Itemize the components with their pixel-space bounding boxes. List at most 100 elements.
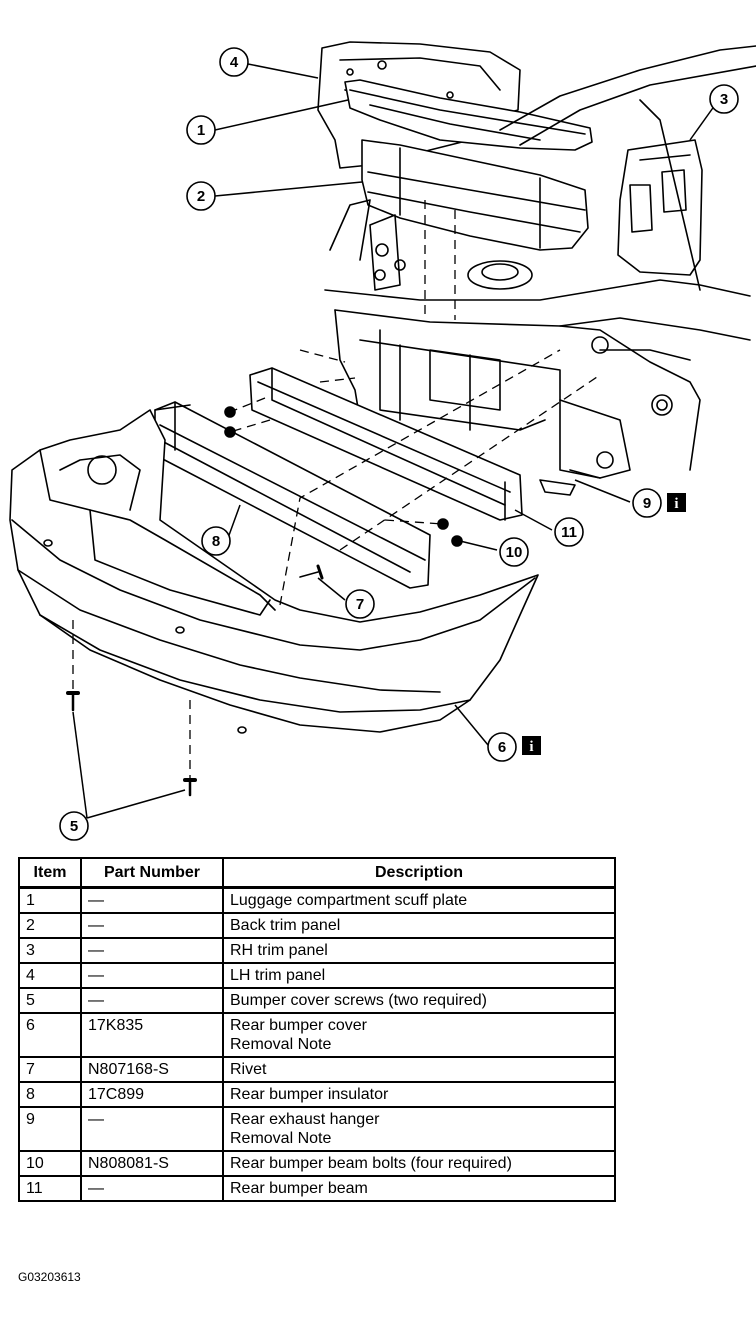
description-text: Rear bumper beam [230, 1180, 368, 1197]
header-part-number: Part Number [80, 857, 224, 889]
cell-description: Rivet [222, 1056, 616, 1083]
cell-description: Back trim panel [222, 912, 616, 939]
cell-item: 9 [18, 1106, 82, 1152]
cell-part-number: N808081-S [80, 1150, 224, 1177]
header-description: Description [222, 857, 616, 889]
rear-bumper-cover [9, 404, 539, 734]
cell-part-number: 17C899 [80, 1081, 224, 1108]
callout-1: 1 [186, 115, 216, 145]
header-item: Item [18, 857, 82, 889]
beam-bolts [224, 406, 463, 547]
description-text: LH trim panel [230, 967, 326, 984]
cell-description: Bumper cover screws (two required) [222, 987, 616, 1014]
cell-part-number: — [80, 1106, 224, 1152]
cell-item: 3 [18, 937, 82, 964]
callout-7: 7 [345, 589, 375, 619]
description-text: Rear bumper beam bolts (four required) [230, 1155, 512, 1172]
svg-text:9: 9 [643, 495, 651, 512]
svg-text:3: 3 [720, 91, 728, 108]
leader-lines [72, 63, 716, 819]
svg-text:4: 4 [230, 54, 239, 71]
svg-text:i: i [674, 496, 678, 512]
figure-id: G03203613 [18, 1270, 81, 1284]
callout-11: 11 [554, 517, 584, 547]
cell-description: Rear bumper insulator [222, 1081, 616, 1108]
cell-item: 8 [18, 1081, 82, 1108]
back-trim-panel [361, 139, 589, 251]
rear-bumper-insulator [154, 401, 431, 589]
table-header-row: Item Part Number Description [18, 857, 616, 889]
svg-text:11: 11 [561, 524, 577, 541]
removal-note-link[interactable]: Removal Note [230, 1130, 332, 1147]
parts-table: Item Part Number Description 1—Luggage c… [18, 857, 616, 1202]
cell-part-number: — [80, 912, 224, 939]
cell-item: 4 [18, 962, 82, 989]
cell-part-number: N807168-S [80, 1056, 224, 1083]
cell-item: 5 [18, 987, 82, 1014]
table-row: 11— Rear bumper beam [18, 1175, 616, 1202]
table-row: 1— Luggage compartment scuff plate [18, 886, 616, 914]
bumper-cover-screws [66, 691, 197, 797]
table-row: 5— Bumper cover screws (two required) [18, 987, 616, 1014]
removal-note-link[interactable]: Removal Note [230, 1036, 332, 1053]
cell-part-number: — [80, 987, 224, 1014]
description-text: Rivet [230, 1061, 267, 1078]
svg-text:2: 2 [197, 188, 205, 205]
callout-8: 8 [201, 526, 231, 556]
cell-item: 7 [18, 1056, 82, 1083]
callout-9: 9 i [632, 488, 686, 518]
svg-text:10: 10 [506, 544, 523, 561]
table-row: 4— LH trim panel [18, 962, 616, 989]
cell-part-number: — [80, 962, 224, 989]
svg-text:1: 1 [197, 122, 205, 139]
cell-description: Luggage compartment scuff plate [222, 886, 616, 914]
cell-item: 2 [18, 912, 82, 939]
cell-description: LH trim panel [222, 962, 616, 989]
info-icon [667, 493, 686, 512]
vehicle-body [324, 45, 756, 496]
cell-description: RH trim panel [222, 937, 616, 964]
svg-text:8: 8 [212, 533, 220, 550]
rear-bumper-beam [249, 367, 523, 521]
description-text: Back trim panel [230, 917, 341, 934]
callout-10: 10 [499, 537, 529, 567]
info-icon [522, 736, 541, 755]
exploded-view-diagram: 1 2 3 4 5 6 i 7 8 9 i 10 11 [9, 41, 756, 841]
description-text: RH trim panel [230, 942, 328, 959]
description-text: Rear bumper cover [230, 1017, 367, 1034]
callout-3: 3 [709, 84, 739, 114]
callout-6: 6 i [487, 732, 541, 762]
cell-part-number: — [80, 886, 224, 914]
cell-item: 10 [18, 1150, 82, 1177]
cell-part-number: — [80, 937, 224, 964]
callout-5: 5 [59, 811, 89, 841]
cell-item: 6 [18, 1012, 82, 1058]
description-text: Rear exhaust hanger [230, 1111, 380, 1128]
rivet [299, 564, 324, 580]
svg-text:5: 5 [70, 818, 78, 835]
cell-item: 11 [18, 1175, 82, 1202]
scuff-plate [344, 79, 593, 151]
cell-part-number: — [80, 1175, 224, 1202]
cell-item: 1 [18, 886, 82, 914]
svg-text:i: i [529, 739, 533, 755]
svg-text:6: 6 [498, 739, 506, 756]
table-row: 2— Back trim panel [18, 912, 616, 939]
description-text: Rear bumper insulator [230, 1086, 389, 1103]
description-text: Luggage compartment scuff plate [230, 892, 468, 909]
rh-trim-panel [617, 139, 703, 276]
description-text: Bumper cover screws (two required) [230, 992, 487, 1009]
cell-description: Rear bumper beam [222, 1175, 616, 1202]
cell-part-number: 17K835 [80, 1012, 224, 1058]
cell-description: Rear bumper beam bolts (four required) [222, 1150, 616, 1177]
callout-4: 4 [219, 47, 249, 77]
table-row: 3— RH trim panel [18, 937, 616, 964]
